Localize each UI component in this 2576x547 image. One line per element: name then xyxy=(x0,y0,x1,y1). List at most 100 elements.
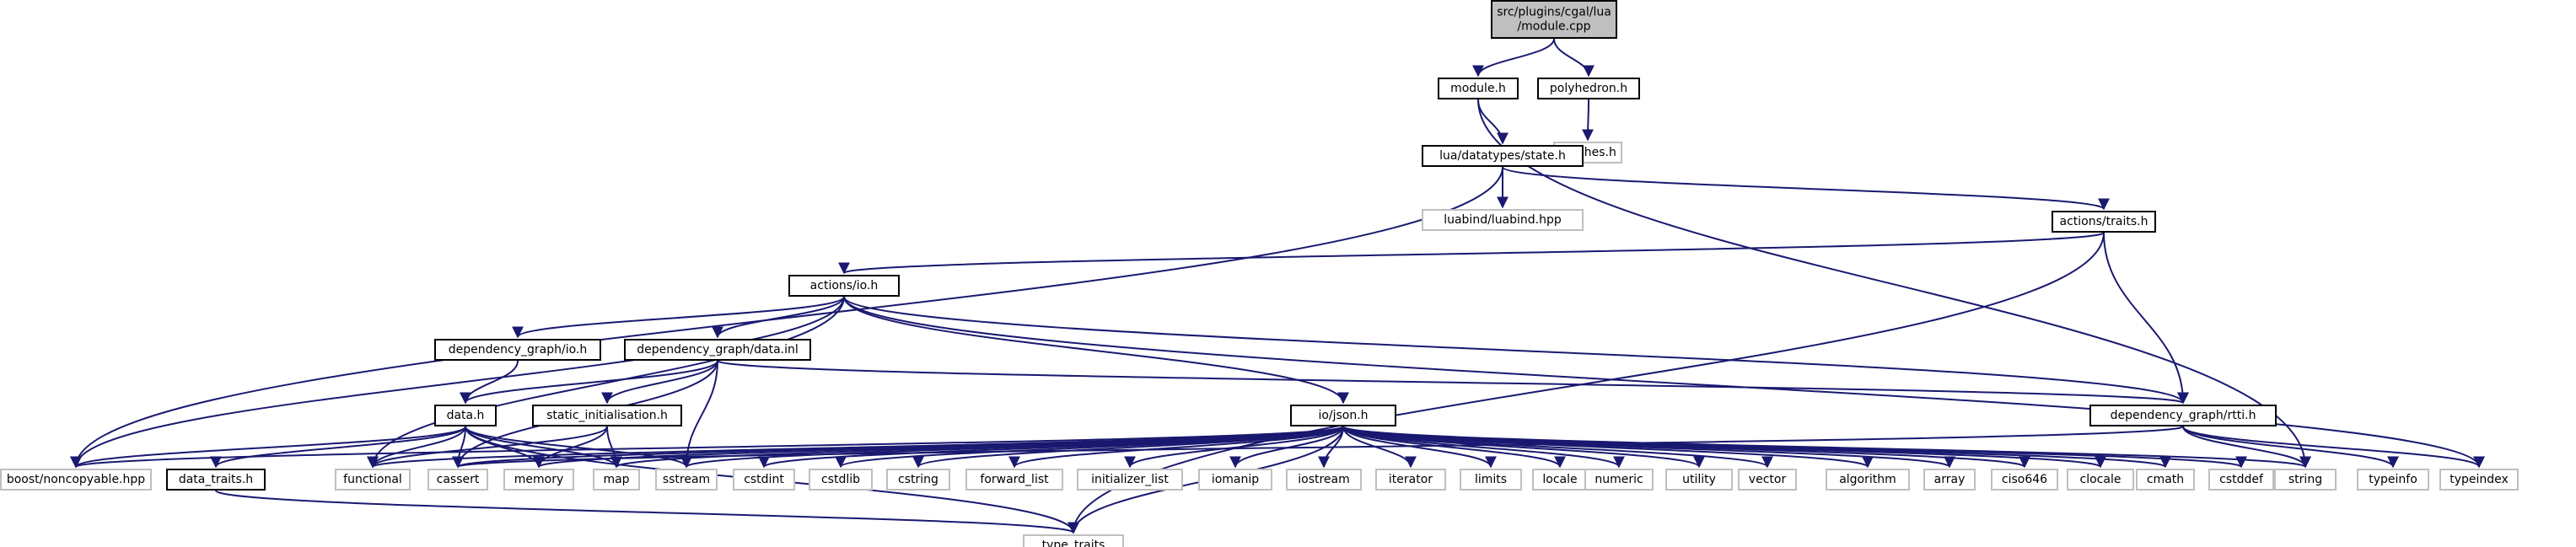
node-iterator: iterator xyxy=(1375,469,1446,491)
node-locale: locale xyxy=(1532,469,1588,491)
node-box xyxy=(2208,469,2274,491)
node-numeric: numeric xyxy=(1584,469,1654,491)
node-cstdint: cstdint xyxy=(733,469,795,491)
node-vector: vector xyxy=(1738,469,1797,491)
node-initializer-list: initializer_list xyxy=(1077,469,1183,491)
node-json-h[interactable]: io/json.h xyxy=(1290,405,1396,426)
edges-layer xyxy=(70,38,2485,534)
edge-json_h-to-initializer_list xyxy=(1124,426,1344,469)
node-io-h[interactable]: actions/io.h xyxy=(788,275,900,297)
node-cstring: cstring xyxy=(886,469,950,491)
node-box xyxy=(1991,469,2058,491)
node-box xyxy=(593,469,640,491)
node-module-h[interactable]: module.h xyxy=(1438,78,1519,99)
node-data-h[interactable]: data.h xyxy=(434,405,497,426)
node-box xyxy=(166,469,266,491)
node-state-h[interactable]: lua/datatypes/state.h xyxy=(1422,145,1584,167)
edge-root-to-polyhedron_h xyxy=(1553,38,1595,78)
node-box xyxy=(428,469,488,491)
node-box xyxy=(2274,469,2337,491)
edge-state_h-to-traits_h xyxy=(1502,166,2110,211)
node-rtti-h[interactable]: dependency_graph/rtti.h xyxy=(2089,405,2277,426)
edge-module_h-to-state_h xyxy=(1477,99,1508,145)
node-label: io/json.h xyxy=(1318,409,1368,422)
node-box xyxy=(2136,469,2195,491)
node-box xyxy=(1023,534,1124,547)
edge-data_h-to-data_traits xyxy=(210,426,466,469)
node-label: /module.cpp xyxy=(1517,20,1590,34)
node-traits-h[interactable]: actions/traits.h xyxy=(2052,211,2156,233)
node-label: clocale xyxy=(2080,473,2122,486)
node-cstdlib: cstdlib xyxy=(809,469,873,491)
node-label: typeinfo xyxy=(2369,473,2417,486)
node-cassert: cassert xyxy=(428,469,488,491)
node-luabind: luabind/luabind.hpp xyxy=(1422,209,1584,231)
node-polyhedron-h[interactable]: polyhedron.h xyxy=(1537,78,1640,99)
node-map: map xyxy=(593,469,640,491)
node-label: dependency_graph/data.inl xyxy=(637,343,799,357)
node-label: ciso646 xyxy=(2002,473,2047,486)
node-box xyxy=(532,405,682,426)
node-array: array xyxy=(1923,469,1976,491)
node-label: numeric xyxy=(1595,473,1643,486)
edge-root-to-module_h xyxy=(1472,38,1555,78)
node-box xyxy=(655,469,718,491)
node-box xyxy=(1537,78,1640,99)
edge-data_h-to-map xyxy=(465,426,622,469)
edge-static_init-to-functional xyxy=(367,426,608,469)
node-box xyxy=(2357,469,2429,491)
node-label: lua/datatypes/state.h xyxy=(1439,149,1566,163)
node-static-init[interactable]: static_initialisation.h xyxy=(532,405,682,426)
node-data-traits[interactable]: data_traits.h xyxy=(166,469,266,491)
node-label: dependency_graph/rtti.h xyxy=(2111,409,2256,422)
node-label: utility xyxy=(1682,473,1716,486)
node-type-traits: type_traits xyxy=(1023,534,1124,547)
node-cstddef: cstddef xyxy=(2208,469,2274,491)
node-label: iomanip xyxy=(1212,473,1259,486)
edge-dg_data_inl-to-rtti_h xyxy=(717,360,2188,405)
edge-rtti_h-to-typeindex xyxy=(2182,426,2485,469)
node-limits: limits xyxy=(1460,469,1522,491)
node-label: static_initialisation.h xyxy=(546,409,668,422)
node-label: polyhedron.h xyxy=(1550,82,1627,95)
node-dg-data-inl[interactable]: dependency_graph/data.inl xyxy=(624,339,811,361)
edge-io_h-to-dg_io xyxy=(512,296,845,339)
node-cmath: cmath xyxy=(2136,469,2195,491)
node-box xyxy=(434,405,497,426)
node-label: cstddef xyxy=(2219,473,2264,486)
node-label: actions/traits.h xyxy=(2060,215,2148,228)
node-algorithm: algorithm xyxy=(1826,469,1910,491)
edge-json_h-to-iterator xyxy=(1342,426,1417,469)
edge-json_h-to-iomanip xyxy=(1229,426,1344,469)
node-box xyxy=(733,469,795,491)
node-root[interactable]: src/plugins/cgal/lua/module.cpp xyxy=(1491,0,1617,39)
node-functional: functional xyxy=(335,469,411,491)
edge-rtti_h-to-typeinfo xyxy=(2182,426,2399,469)
node-label: type_traits xyxy=(1042,539,1105,547)
node-label: module.h xyxy=(1450,82,1506,95)
node-dg-io[interactable]: dependency_graph/io.h xyxy=(434,339,601,361)
edge-io_h-to-boost_nc xyxy=(70,296,845,469)
node-box xyxy=(1491,0,1617,39)
node-label: string xyxy=(2288,473,2322,486)
edge-polyhedron_h-to-meshes_h xyxy=(1582,99,1595,142)
edge-json_h-to-cstring xyxy=(912,426,1344,469)
node-label: src/plugins/cgal/lua xyxy=(1497,6,1611,19)
node-forward-list: forward_list xyxy=(965,469,1063,491)
node-clocale: clocale xyxy=(2067,469,2134,491)
edge-io_h-to-functional xyxy=(367,296,845,469)
edge-dg_data_inl-to-data_h xyxy=(460,360,718,405)
nodes-layer: src/plugins/cgal/lua/module.cpp module.h p… xyxy=(0,0,2519,547)
node-ciso646: ciso646 xyxy=(1991,469,2058,491)
edge-state_h-to-boost_nc xyxy=(70,166,1503,469)
node-iomanip: iomanip xyxy=(1198,469,1272,491)
node-label: actions/io.h xyxy=(810,279,879,292)
node-box xyxy=(1438,78,1519,99)
node-label: cassert xyxy=(437,473,480,486)
node-label: cmath xyxy=(2147,473,2184,486)
node-label: memory xyxy=(514,473,564,486)
node-label: forward_list xyxy=(980,473,1049,486)
node-label: limits xyxy=(1475,473,1507,486)
edge-json_h-to-string xyxy=(1342,426,2311,469)
